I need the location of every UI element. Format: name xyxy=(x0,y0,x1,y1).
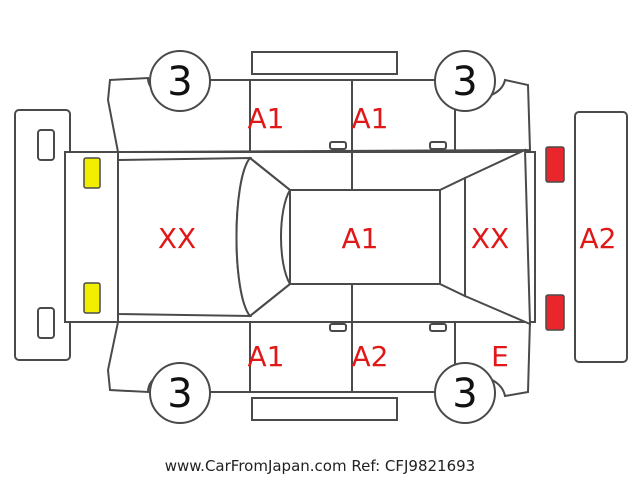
code-upper-rear-door: A1 xyxy=(248,102,285,135)
wheel-lower-left xyxy=(149,362,211,424)
code-lower-front-door: A2 xyxy=(352,340,389,373)
rear-light-upper xyxy=(83,157,101,189)
front-light-upper xyxy=(545,146,565,183)
code-upper-front-door: A1 xyxy=(352,102,389,135)
reference-footer: www.CarFromJapan.com Ref: CFJ9821693 xyxy=(164,457,476,475)
wheel-upper-left-count: 3 xyxy=(167,59,192,105)
code-front-glass: XX xyxy=(471,222,509,255)
wheel-lower-right xyxy=(434,362,496,424)
wheel-upper-right-count: 3 xyxy=(452,59,477,105)
wheel-upper-left xyxy=(149,50,211,112)
code-roof: A1 xyxy=(342,222,379,255)
code-rear-panel: A2 xyxy=(580,222,617,255)
front-light-lower xyxy=(545,294,565,331)
rear-light-lower xyxy=(83,282,101,314)
front-bumper xyxy=(574,111,628,363)
wheel-upper-right xyxy=(434,50,496,112)
code-lower-rear-door: A1 xyxy=(248,340,285,373)
wheel-lower-left-count: 3 xyxy=(167,371,192,417)
top-view-body xyxy=(64,148,536,326)
code-rear-glass: XX xyxy=(158,222,196,255)
code-lower-front-fender: E xyxy=(491,340,509,373)
rear-bumper xyxy=(14,109,71,361)
wheel-lower-right-count: 3 xyxy=(452,371,477,417)
